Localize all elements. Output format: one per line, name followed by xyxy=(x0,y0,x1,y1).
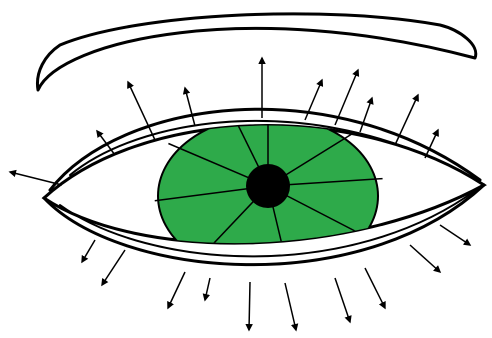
upper-eyelash xyxy=(185,88,195,126)
lower-eyelash xyxy=(82,240,95,262)
upper-eyelash xyxy=(10,172,62,185)
eyebrow xyxy=(37,14,475,90)
lower-eyelash xyxy=(205,278,210,300)
pupil xyxy=(246,164,290,208)
lower-eyelash xyxy=(365,268,385,308)
lower-eyelash xyxy=(335,278,350,322)
upper-eyelash xyxy=(335,70,358,125)
lower-eyelash xyxy=(285,283,296,330)
lower-eyelash xyxy=(410,245,440,272)
lower-eyelash xyxy=(440,225,470,245)
lower-eyelash xyxy=(249,282,250,330)
lower-eyelash xyxy=(168,272,185,308)
lower-eyelash xyxy=(102,250,125,285)
